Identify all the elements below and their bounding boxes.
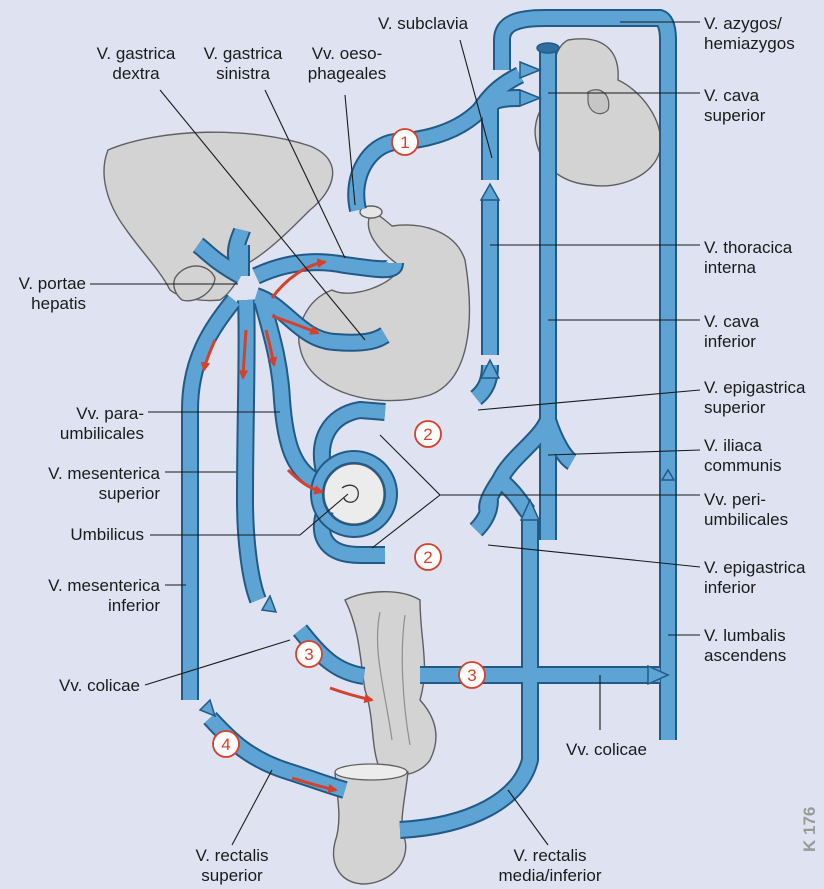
- label-v-gastrica-dextra: V. gastrica dextra: [76, 44, 196, 84]
- label-vv-colicae-bottom: Vv. colicae: [566, 740, 647, 760]
- svg-text:2: 2: [423, 425, 432, 444]
- figure-stamp: K 176: [800, 807, 820, 852]
- label-v-epigastrica-inferior: V. epigastrica inferior: [704, 558, 805, 598]
- label-v-subclavia: V. subclavia: [378, 14, 468, 34]
- label-v-thoracica-interna: V. thoracica interna: [704, 238, 792, 278]
- label-v-lumbalis-ascendens: V. lumbalis ascendens: [704, 626, 786, 666]
- label-umbilicus: Umbilicus: [0, 525, 144, 545]
- svg-text:2: 2: [423, 548, 432, 567]
- label-v-rectalis-superior: V. rectalis superior: [170, 846, 294, 886]
- svg-text:1: 1: [400, 133, 409, 152]
- label-v-epigastrica-superior: V. epigastrica superior: [704, 378, 805, 418]
- label-vv-paraumbilicales: Vv. para- umbilicales: [0, 404, 144, 444]
- label-v-cava-inferior: V. cava inferior: [704, 312, 759, 352]
- svg-text:3: 3: [467, 666, 476, 685]
- label-v-iliaca-communis: V. iliaca communis: [704, 436, 781, 476]
- label-v-rectalis-media-inferior: V. rectalis media/inferior: [480, 846, 620, 886]
- umbilicus-region: [324, 464, 384, 524]
- label-v-portae-hepatis: V. portae hepatis: [0, 274, 86, 314]
- svg-text:3: 3: [304, 645, 313, 664]
- marker-2-upper: 2: [415, 421, 441, 447]
- label-v-mesenterica-superior: V. mesenterica superior: [0, 464, 160, 504]
- label-v-azygos-hemiazygos: V. azygos/ hemiazygos: [704, 14, 795, 54]
- stomach: [299, 212, 470, 401]
- label-vv-periumbilicales: Vv. peri- umbilicales: [704, 490, 788, 530]
- label-vv-oesophageales: Vv. oeso- phageales: [292, 44, 402, 84]
- label-v-mesenterica-inferior: V. mesenterica inferior: [0, 576, 160, 616]
- marker-2-lower: 2: [415, 544, 441, 570]
- label-vv-colicae-left: Vv. colicae: [0, 676, 140, 696]
- label-v-gastrica-sinistra: V. gastrica sinistra: [188, 44, 298, 84]
- marker-3-left: 3: [296, 641, 322, 667]
- svg-text:4: 4: [221, 735, 230, 754]
- marker-4: 4: [213, 731, 239, 757]
- marker-1: 1: [392, 129, 418, 155]
- rectum-opening: [335, 764, 407, 780]
- liver: [104, 132, 333, 300]
- label-v-cava-superior: V. cava superior: [704, 86, 765, 126]
- marker-3-right: 3: [459, 662, 485, 688]
